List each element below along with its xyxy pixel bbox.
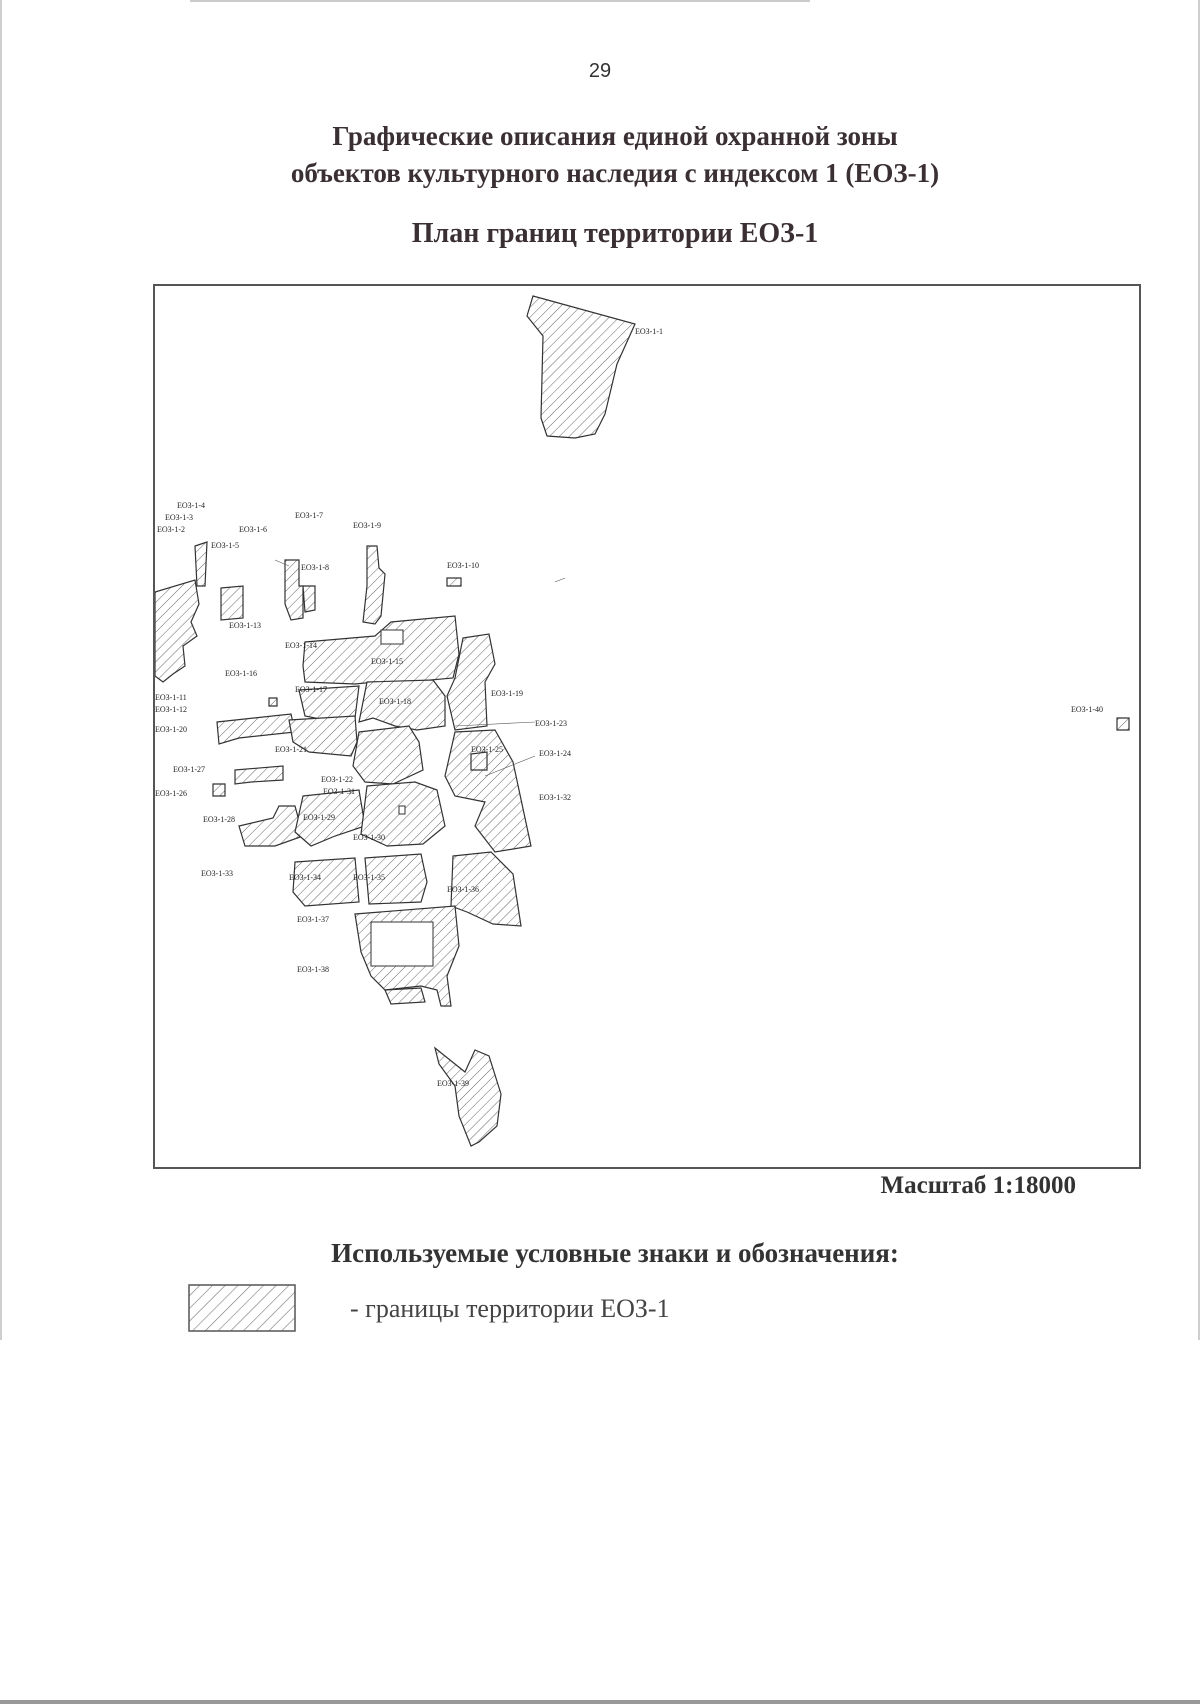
label-zone-8: ЕОЗ-1-8: [301, 563, 329, 572]
label-zone-24: ЕОЗ-1-24: [539, 749, 571, 758]
page-number: 29: [588, 60, 612, 82]
label-zone-9: ЕОЗ-1-9: [353, 521, 381, 530]
scan-bottom-edge: [0, 1700, 1200, 1704]
zone-polygon-8: [302, 585, 316, 613]
zone-polygon-9: [362, 545, 386, 625]
zone-void-30: [398, 805, 406, 815]
zone-polygon-34: [292, 857, 360, 907]
label-zone-14: ЕОЗ-1-14: [285, 641, 317, 650]
label-zone-7: ЕОЗ-1-7: [295, 511, 323, 520]
zone-polygon-2: [155, 579, 200, 683]
legend-hatch-swatch: [188, 1284, 296, 1332]
zone-polygon-16: [268, 697, 278, 707]
left-scan-edge: [0, 0, 2, 1340]
label-zone-35: ЕОЗ-1-35: [353, 873, 385, 882]
zone-polygon-26: [212, 783, 226, 797]
label-zone-33: ЕОЗ-1-33: [201, 869, 233, 878]
label-zone-19: ЕОЗ-1-19: [491, 689, 523, 698]
zone-polygon-28: [238, 805, 304, 847]
label-zone-22: ЕОЗ-1-22: [321, 775, 353, 784]
legend-item-text: - границы территории ЕОЗ-1: [350, 1294, 670, 1323]
label-zone-2: ЕОЗ-1-2: [157, 525, 185, 534]
zone-polygon-3: [194, 541, 208, 587]
label-zone-30: ЕОЗ-1-30: [353, 833, 385, 842]
label-zone-18: ЕОЗ-1-18: [379, 697, 411, 706]
label-zone-1: ЕОЗ-1-1: [635, 327, 663, 336]
zone-boundary-map: ЕОЗ-1-1 ЕОЗ-1-2 ЕОЗ-1-3 ЕОЗ-1-4 ЕОЗ-1-5 …: [153, 284, 1141, 1169]
label-zone-5: ЕОЗ-1-5: [211, 541, 239, 550]
label-zone-32: ЕОЗ-1-32: [539, 793, 571, 802]
label-zone-12: ЕОЗ-1-12: [155, 705, 187, 714]
legend-heading: Используемые условные знаки и обозначени…: [331, 1238, 899, 1268]
zone-polygon-38: [384, 987, 426, 1005]
label-zone-39: ЕОЗ-1-39: [437, 1079, 469, 1088]
zone-void-37: [370, 921, 434, 967]
top-scan-edge: [190, 0, 810, 2]
label-zone-28: ЕОЗ-1-28: [203, 815, 235, 824]
label-zone-26: ЕОЗ-1-26: [155, 789, 187, 798]
label-zone-34: ЕОЗ-1-34: [289, 873, 321, 882]
zone-polygon-1: [526, 295, 636, 439]
zone-polygon-27: [234, 765, 284, 785]
title-line-1: Графические описания единой охранной зон…: [332, 121, 898, 151]
label-zone-36: ЕОЗ-1-36: [447, 885, 479, 894]
label-zone-17: ЕОЗ-1-17: [295, 685, 327, 694]
label-zone-23: ЕОЗ-1-23: [535, 719, 567, 728]
label-zone-11: ЕОЗ-1-11: [155, 693, 187, 702]
label-zone-37: ЕОЗ-1-37: [297, 915, 329, 924]
label-zone-29: ЕОЗ-1-29: [303, 813, 335, 822]
label-zone-40: ЕОЗ-1-40: [1071, 705, 1103, 714]
label-zone-31: ЕОЗ-1-31: [323, 787, 355, 796]
label-zone-38: ЕОЗ-1-38: [297, 965, 329, 974]
title-line-2: объектов культурного наследия с индексом…: [290, 158, 940, 188]
zone-void-15: [380, 629, 404, 645]
label-zone-20: ЕОЗ-1-20: [155, 725, 187, 734]
label-zone-6: ЕОЗ-1-6: [239, 525, 267, 534]
document-title: Графические описания единой охранной зон…: [0, 118, 1200, 192]
zone-polygon-10: [446, 577, 462, 587]
zone-polygon-22: [352, 725, 424, 785]
map-scale: Масштаб 1:18000: [880, 1172, 1076, 1199]
zone-polygon-23: [444, 729, 532, 853]
label-zone-27: ЕОЗ-1-27: [173, 765, 205, 774]
label-zone-21: ЕОЗ-1-21: [275, 745, 307, 754]
label-zone-3: ЕОЗ-1-3: [165, 513, 193, 522]
label-zone-16: ЕОЗ-1-16: [225, 669, 257, 678]
map-drawing: ЕОЗ-1-1 ЕОЗ-1-2 ЕОЗ-1-3 ЕОЗ-1-4 ЕОЗ-1-5 …: [155, 295, 1130, 1147]
zone-polygon-35: [364, 853, 428, 905]
zone-polygon-39: [433, 1046, 502, 1147]
label-zone-13: ЕОЗ-1-13: [229, 621, 261, 630]
zone-polygon-29: [294, 789, 366, 847]
zone-polygon-19: [446, 633, 496, 731]
label-zone-15: ЕОЗ-1-15: [371, 657, 403, 666]
zone-polygon-14: [302, 615, 460, 685]
zone-polygon-40: [1116, 717, 1130, 731]
plan-subtitle: План границ территории ЕОЗ-1: [411, 218, 819, 249]
label-zone-10: ЕОЗ-1-10: [447, 561, 479, 570]
right-scan-edge: [1198, 0, 1200, 1340]
zone-polygon-20: [216, 713, 296, 745]
zone-polygon-6: [284, 559, 304, 621]
label-zone-25: ЕОЗ-1-25: [471, 745, 503, 754]
zone-polygon-18: [358, 679, 446, 731]
zone-polygon-25: [470, 751, 488, 771]
zone-polygon-5: [220, 585, 244, 621]
zone-polygon-21: [288, 715, 358, 757]
label-zone-4: ЕОЗ-1-4: [177, 501, 205, 510]
